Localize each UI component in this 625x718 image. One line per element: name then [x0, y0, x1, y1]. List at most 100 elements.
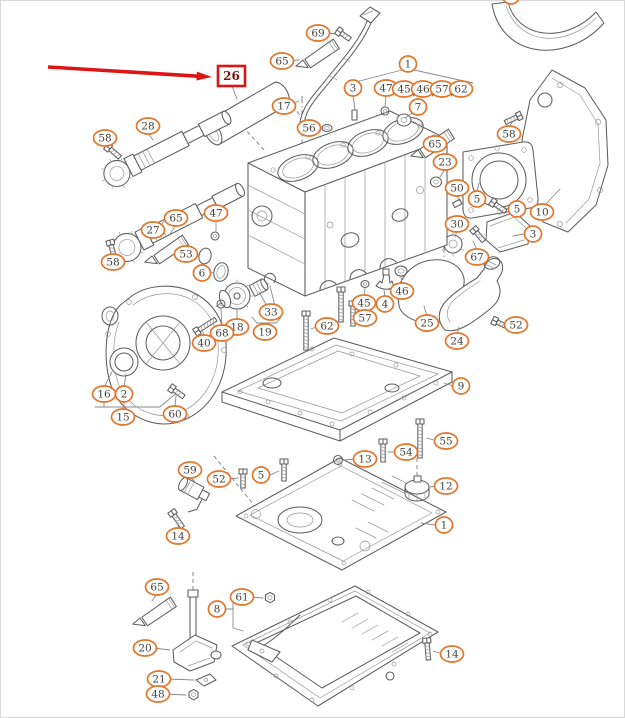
rear-cover-art: [491, 1, 605, 51]
svg-text:67: 67: [470, 252, 483, 264]
callout-19[interactable]: 19: [252, 323, 278, 341]
callout-60[interactable]: 60: [162, 405, 188, 423]
svg-text:46: 46: [416, 84, 430, 96]
svg-text:65: 65: [275, 56, 288, 68]
callout-30[interactable]: 30: [444, 215, 470, 233]
callout-6[interactable]: 6: [192, 264, 212, 282]
svg-text:8: 8: [214, 604, 221, 616]
svg-text:65: 65: [150, 582, 163, 594]
callout-24[interactable]: 24: [444, 332, 470, 350]
svg-text:26: 26: [223, 69, 240, 83]
callout-21[interactable]: 21: [146, 670, 172, 688]
highlight-arrow: [47, 65, 203, 79]
svg-text:3: 3: [530, 229, 537, 241]
callout-65[interactable]: 65: [144, 578, 170, 596]
callout-28[interactable]: 28: [135, 117, 161, 135]
callout-50[interactable]: 50: [444, 179, 470, 197]
svg-text:53: 53: [179, 249, 192, 261]
callout-45[interactable]: 45: [351, 294, 377, 312]
callout-16[interactable]: 16: [91, 385, 117, 403]
svg-text:17: 17: [277, 101, 290, 113]
callout-55[interactable]: 55: [433, 432, 459, 450]
svg-text:2: 2: [121, 389, 128, 401]
svg-text:45: 45: [397, 84, 410, 96]
callout-5[interactable]: 5: [251, 466, 271, 484]
callout-62[interactable]: 62: [314, 317, 340, 335]
callout-14[interactable]: 14: [165, 527, 191, 545]
callout-59[interactable]: 59: [177, 461, 203, 479]
svg-text:50: 50: [450, 183, 463, 195]
svg-text:1: 1: [405, 59, 412, 71]
svg-text:40: 40: [197, 338, 210, 350]
callout-61[interactable]: 61: [229, 588, 255, 606]
bolt-art: [238, 468, 248, 489]
callout-33[interactable]: 33: [258, 303, 284, 321]
svg-text:9: 9: [458, 381, 465, 393]
callout-46[interactable]: 46: [389, 282, 415, 300]
backing-plate-art: [521, 69, 609, 233]
callout-1[interactable]: 1: [398, 55, 418, 73]
callout-58[interactable]: 58: [92, 129, 118, 147]
callout-58[interactable]: 58: [496, 125, 522, 143]
svg-text:65: 65: [428, 139, 441, 151]
callout-2[interactable]: 2: [114, 385, 134, 403]
callout-3[interactable]: 3: [343, 79, 363, 97]
callout-58[interactable]: 58: [100, 253, 126, 271]
callout-68[interactable]: 68: [209, 324, 235, 342]
callout-27[interactable]: 27: [140, 221, 166, 239]
callout-13[interactable]: 13: [352, 450, 378, 468]
callout-53[interactable]: 53: [173, 245, 199, 263]
callout-17[interactable]: 17: [271, 97, 297, 115]
svg-text:27: 27: [146, 225, 159, 237]
callout-45[interactable]: 45: [391, 80, 417, 98]
svg-text:58: 58: [106, 257, 119, 269]
bolt-art: [334, 26, 352, 42]
callout-23[interactable]: 23: [432, 153, 458, 171]
callout-9[interactable]: 9: [451, 377, 471, 395]
svg-text:19: 19: [258, 327, 271, 339]
callout-52[interactable]: 52: [206, 470, 232, 488]
callout-8[interactable]: 8: [207, 600, 227, 618]
callout-group-comma: ,: [412, 87, 415, 98]
bolt-art: [192, 316, 218, 337]
callout-65[interactable]: 65: [163, 209, 189, 227]
callout-56[interactable]: 56: [296, 119, 322, 137]
callout-47[interactable]: 47: [203, 204, 229, 222]
callout-69[interactable]: 69: [305, 24, 331, 42]
callout-40[interactable]: 40: [191, 334, 217, 352]
svg-text:13: 13: [358, 454, 371, 466]
svg-text:33: 33: [264, 307, 277, 319]
callout-5[interactable]: 5: [507, 200, 527, 218]
callout-5[interactable]: 5: [467, 190, 487, 208]
highlighted-part-26[interactable]: 26: [216, 64, 247, 88]
callout-48[interactable]: 48: [145, 685, 171, 703]
bolt-art: [488, 197, 508, 214]
callout-46[interactable]: 46: [410, 80, 436, 98]
callout-62[interactable]: 62: [448, 80, 474, 98]
callout-52[interactable]: 52: [503, 316, 529, 334]
callout-67[interactable]: 67: [464, 248, 490, 266]
oil-level-sensor-art: [332, 454, 430, 502]
svg-text:14: 14: [445, 649, 459, 661]
small-parts-art: [198, 106, 463, 290]
bolt-art: [503, 110, 524, 126]
callout-10[interactable]: 10: [529, 203, 555, 221]
bolt-art: [167, 508, 185, 530]
callout-1[interactable]: 1: [434, 516, 454, 534]
callout-15[interactable]: 15: [110, 408, 136, 426]
callout-14[interactable]: 14: [439, 645, 465, 663]
callout-54[interactable]: 54: [393, 443, 419, 461]
callout-20[interactable]: 20: [132, 639, 158, 657]
callout-7[interactable]: 7: [408, 98, 428, 116]
callout-partial[interactable]: [502, 0, 520, 5]
callout-25[interactable]: 25: [414, 314, 440, 332]
callout-3[interactable]: 3: [523, 225, 543, 243]
callout-65[interactable]: 65: [269, 52, 295, 70]
svg-text:15: 15: [116, 412, 129, 424]
callout-4[interactable]: 4: [375, 295, 395, 313]
callout-65[interactable]: 65: [422, 135, 448, 153]
svg-text:28: 28: [141, 121, 154, 133]
callout-57[interactable]: 57: [352, 309, 378, 327]
callout-12[interactable]: 12: [433, 477, 459, 495]
